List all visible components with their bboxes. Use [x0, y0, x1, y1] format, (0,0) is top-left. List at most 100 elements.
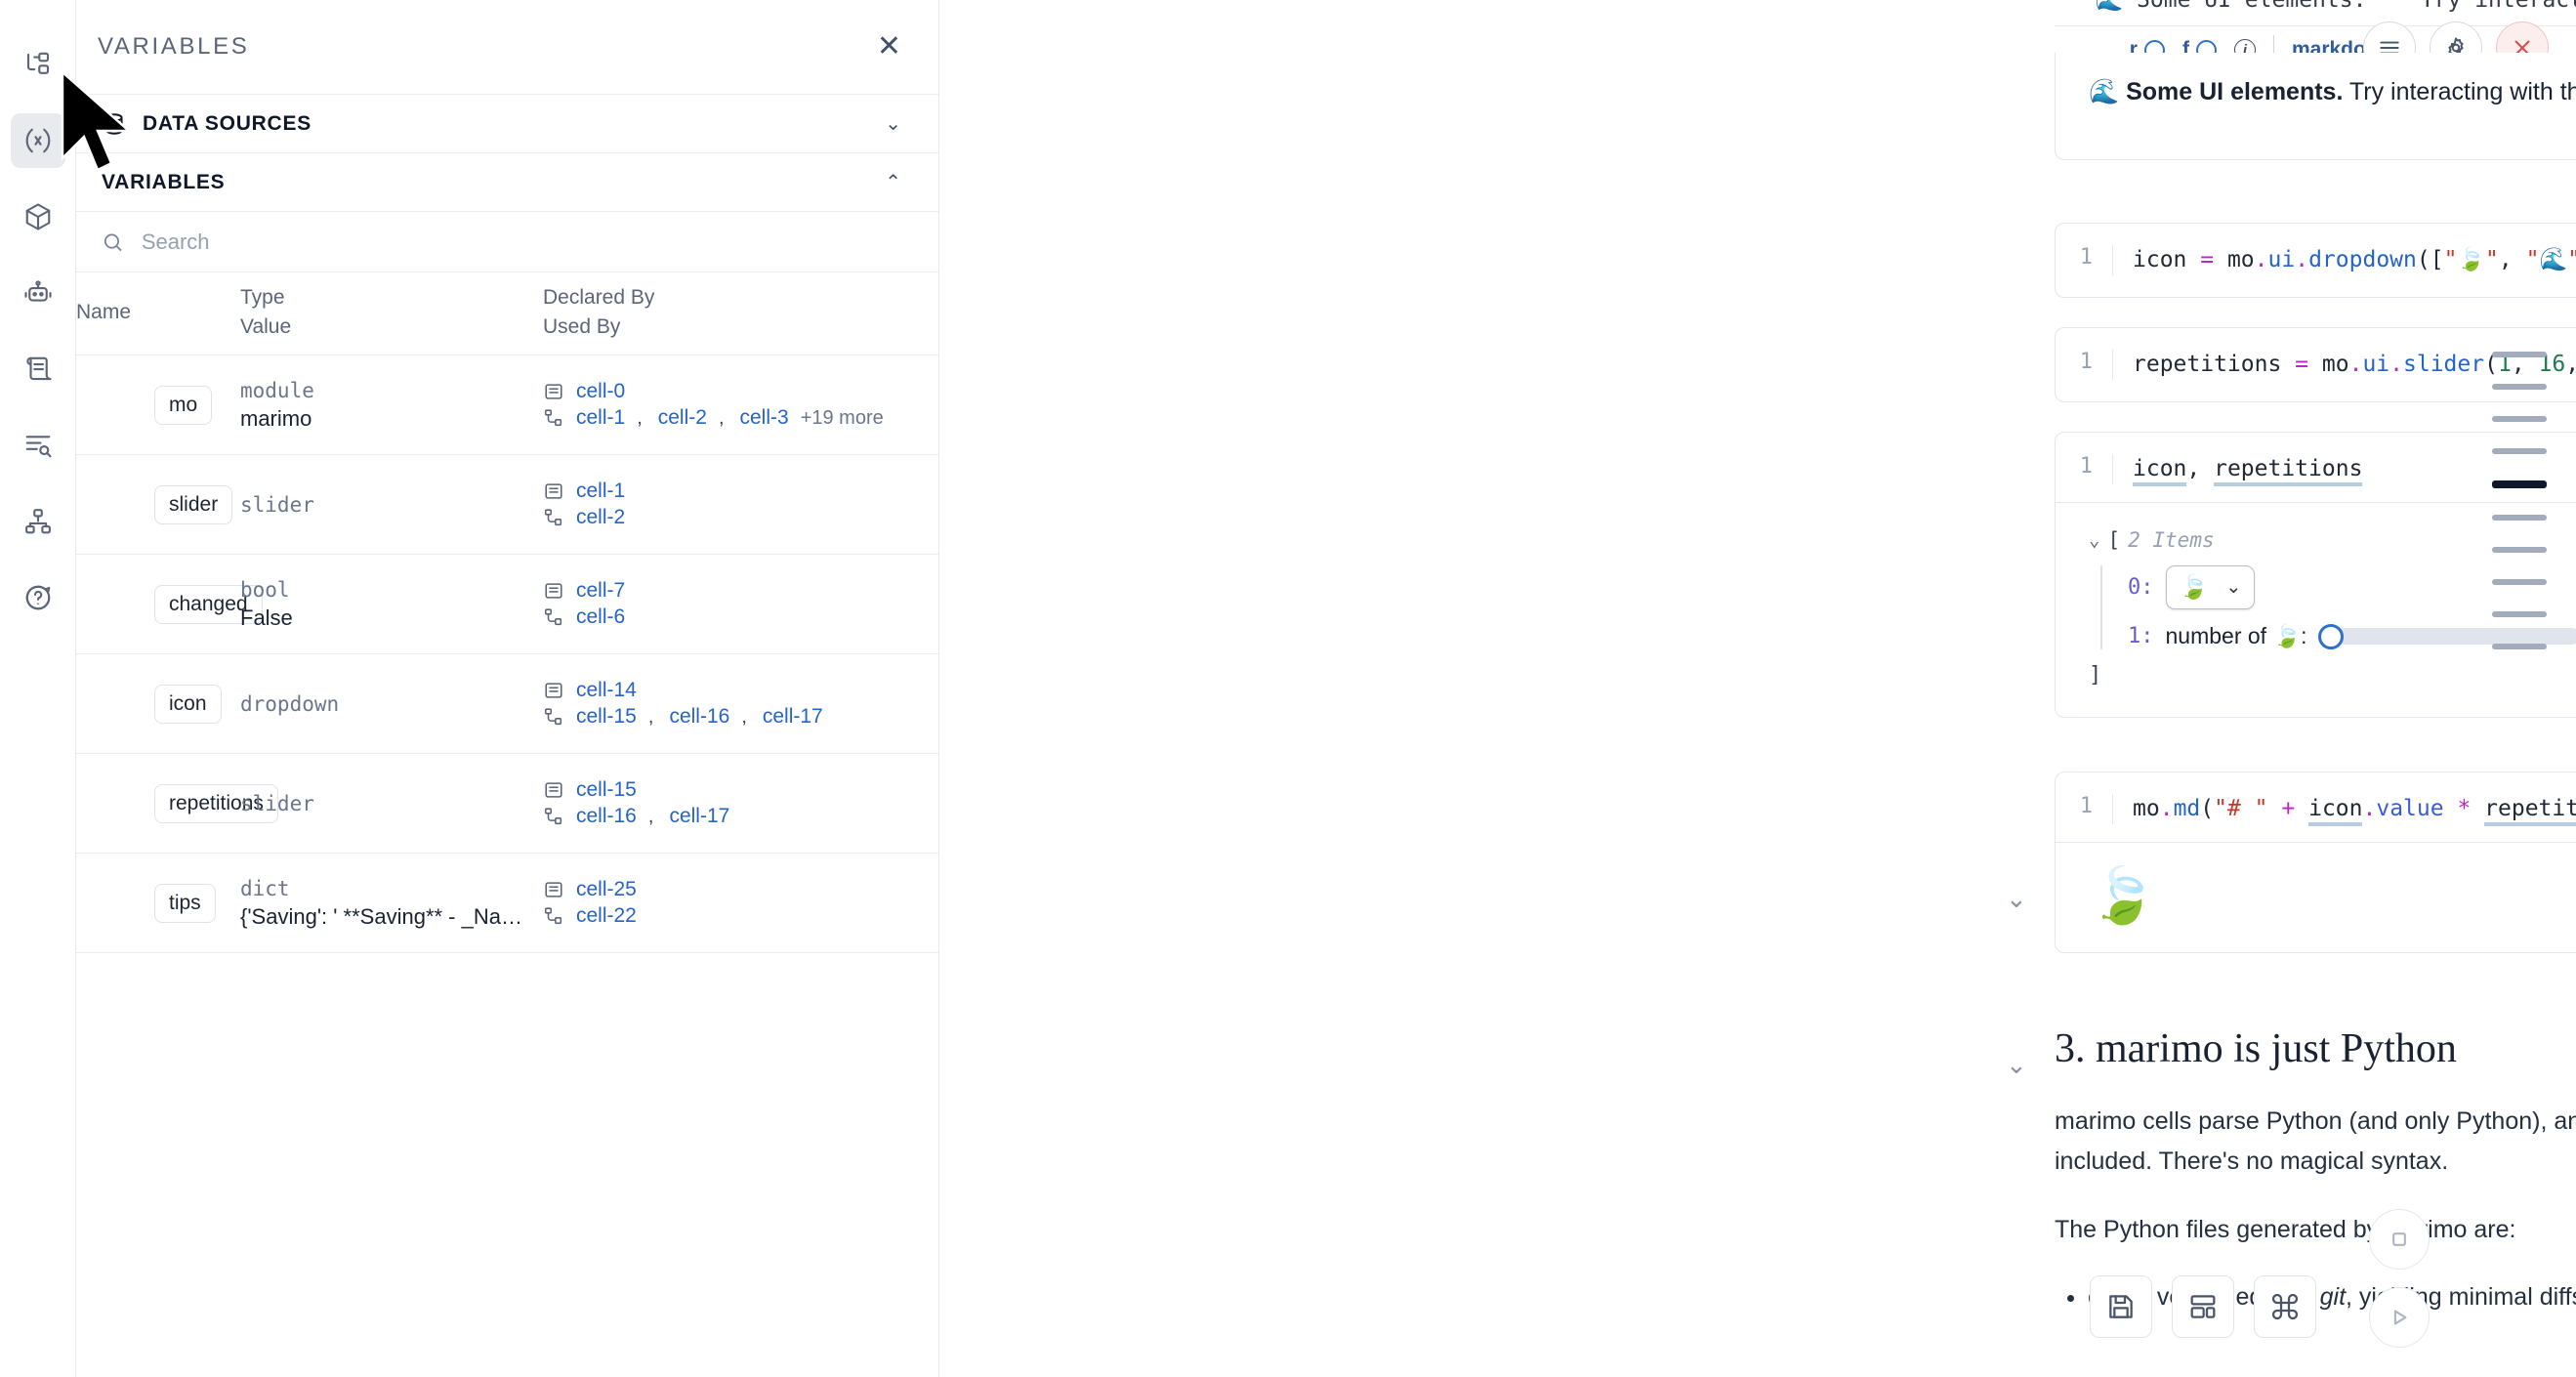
run-button[interactable]: [2369, 1287, 2430, 1348]
array-header[interactable]: ⌄ [ 2 Items: [2089, 528, 2576, 552]
layout-button[interactable]: [2172, 1275, 2234, 1338]
variable-name-pill[interactable]: icon: [154, 684, 222, 724]
help-icon[interactable]: [11, 570, 65, 625]
usage-icon: [544, 907, 562, 925]
section-heading: 3. marimo is just Python: [2055, 1026, 2457, 1071]
cell-reference[interactable]: cell-3: [739, 406, 789, 429]
variable-type: dropdown: [240, 691, 340, 716]
minimap-dash[interactable]: [2492, 515, 2547, 521]
minimap-dash[interactable]: [2492, 579, 2547, 585]
cell-reference[interactable]: cell-15: [576, 778, 637, 801]
cell-reference[interactable]: cell-2: [576, 506, 626, 528]
markdown-section: 3. marimo is just Python marimo cells pa…: [2055, 1025, 2576, 1312]
cell-reference[interactable]: cell-25: [576, 878, 637, 900]
f-label: f: [2181, 38, 2189, 61]
code-cell-array[interactable]: 1 icon, repetitions ⌄ [ 2 Items 0:: [2055, 432, 2576, 719]
minimap-scrollbar[interactable]: [2484, 352, 2555, 676]
col-name: Name: [76, 272, 240, 355]
cell-reference[interactable]: cell-1: [576, 406, 626, 429]
code-cell-dropdown[interactable]: 1 icon = mo.ui.dropdown(["🍃", "🌊", "✨"],…: [2055, 223, 2576, 299]
array-item-dropdown: 0: 🍃 ⌄: [2128, 565, 2576, 610]
usage-icon: [544, 509, 562, 526]
cell-reference[interactable]: cell-14: [576, 679, 637, 701]
cell-reference[interactable]: cell-0: [576, 380, 626, 402]
robot-icon[interactable]: [11, 266, 65, 320]
minimap-dash[interactable]: [2492, 480, 2547, 488]
section-variables[interactable]: VARIABLES ⌃: [76, 153, 938, 212]
variable-name-pill[interactable]: repetitions: [154, 783, 278, 823]
cell-reference[interactable]: cell-16: [669, 705, 730, 728]
slider-widget[interactable]: [2318, 623, 2576, 649]
code-text[interactable]: icon, repetitions: [2112, 454, 2576, 486]
code-cell-md[interactable]: 1 mo.md("# " + icon.value * repetitions.…: [2055, 772, 2576, 954]
minimap-dash[interactable]: [2492, 448, 2547, 454]
section-paragraph-2: The Python files generated by marimo are…: [2055, 1216, 2516, 1243]
command-palette-button[interactable]: [2254, 1275, 2316, 1338]
file-tree-icon[interactable]: [11, 37, 65, 92]
cell-reference[interactable]: cell-17: [762, 705, 823, 728]
scroll-icon[interactable]: [11, 342, 65, 396]
cell-reference[interactable]: cell-1: [576, 480, 626, 502]
cell-reference[interactable]: cell-17: [669, 805, 730, 827]
variable-value: False: [240, 605, 293, 630]
markdown-output-cell[interactable]: 🌊 Some UI elements. Try interacting with…: [2055, 53, 2576, 160]
package-icon[interactable]: [11, 189, 65, 244]
items-count-label: 2 Items: [2128, 528, 2215, 553]
cell-reference[interactable]: cell-22: [576, 904, 637, 927]
variable-name-pill[interactable]: slider: [154, 484, 233, 524]
search-icon: [104, 232, 122, 251]
slider-thumb[interactable]: [2318, 623, 2345, 649]
more-count[interactable]: +19 more: [800, 406, 884, 429]
section-paragraph-1: marimo cells parse Python (and only Pyth…: [2055, 1102, 2576, 1181]
cell-reference[interactable]: cell-16: [576, 805, 637, 827]
section-data-sources[interactable]: DATA SOURCES ⌄: [76, 95, 938, 153]
code-text[interactable]: icon = mo.ui.dropdown(["🍃", "🌊", "✨"], v…: [2112, 245, 2576, 276]
minimap-dash[interactable]: [2492, 384, 2547, 390]
minimap-dash[interactable]: [2492, 416, 2547, 422]
minimap-dash[interactable]: [2492, 611, 2547, 617]
section-label: DATA SOURCES: [143, 111, 312, 135]
dropdown-widget[interactable]: 🍃 ⌄: [2165, 565, 2256, 610]
chevron-up-icon[interactable]: ⌃: [885, 172, 901, 193]
cell-reference[interactable]: cell-15: [576, 705, 637, 728]
dependency-graph-icon[interactable]: [11, 494, 65, 549]
outline-search-icon[interactable]: [11, 418, 65, 473]
variables-icon[interactable]: [10, 113, 65, 168]
section-collapse-toggle[interactable]: ⌄: [2006, 1050, 2027, 1079]
database-icon: [105, 112, 123, 135]
leaf-emoji: 🍃: [2179, 574, 2209, 602]
layout-grid-icon: [2190, 1295, 2216, 1318]
slider-track[interactable]: [2336, 628, 2576, 646]
save-button[interactable]: [2090, 1275, 2152, 1338]
variable-name-pill[interactable]: mo: [154, 385, 213, 425]
close-icon: [2514, 40, 2530, 56]
section-label: VARIABLES: [102, 170, 226, 193]
cell-reference[interactable]: cell-2: [657, 406, 707, 429]
close-icon[interactable]: ✕: [876, 30, 901, 63]
markdown-rest: Try interacting with the below elements.: [2348, 78, 2576, 105]
variable-name-pill[interactable]: changed: [154, 584, 263, 624]
variable-name-pill[interactable]: tips: [154, 883, 216, 923]
minimap-dash[interactable]: [2492, 547, 2547, 553]
search-input[interactable]: [141, 229, 913, 255]
cell-reference[interactable]: cell-6: [576, 605, 626, 628]
usage-icon: [544, 708, 562, 726]
minimap-dash[interactable]: [2492, 644, 2547, 649]
chevron-down-icon[interactable]: ⌄: [885, 113, 901, 135]
interrupt-button[interactable]: [2369, 1209, 2430, 1270]
cell-collapse-toggle[interactable]: ⌄: [2006, 884, 2027, 913]
minimap-dash[interactable]: [2492, 352, 2547, 357]
cell-reference[interactable]: cell-7: [576, 579, 626, 602]
code-text[interactable]: mo.md("# " + icon.value * repetitions.va…: [2112, 794, 2576, 826]
notebook-area: """🌊 Some UI elements.""" Try interactin…: [939, 0, 2576, 1377]
